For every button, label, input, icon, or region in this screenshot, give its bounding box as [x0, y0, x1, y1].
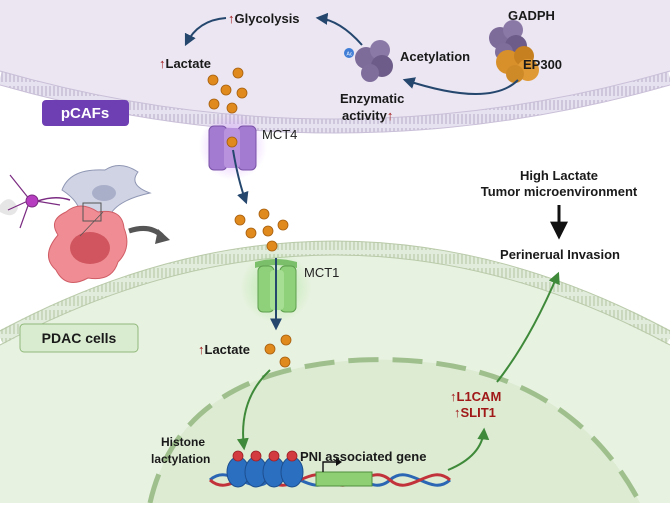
lactate-molecules-pdac — [264, 334, 292, 368]
l1cam-label: L1CAM — [457, 389, 502, 404]
lactate-bottom-up-arrow: ↑ — [198, 342, 205, 357]
svg-text:↑SLIT1: ↑SLIT1 — [454, 405, 496, 420]
enzymatic-up-arrow: ↑ — [387, 108, 394, 123]
pcafs-box — [42, 100, 129, 126]
pni-gene-box — [315, 471, 373, 487]
svg-text:lactylation: lactylation — [151, 452, 210, 466]
cell-interaction-illustration — [0, 165, 170, 283]
tumor-microenvironment-label: Tumor microenvironment — [481, 184, 638, 199]
lactate-to-histone-arrow — [236, 369, 271, 451]
acetylation-arrow — [402, 77, 519, 95]
pdac-cells-label: PDAC cells — [42, 330, 117, 346]
ep300-protein-icon — [496, 46, 539, 83]
svg-text:↑L1CAM: ↑L1CAM — [450, 389, 501, 404]
lactate-top-label: Lactate — [166, 56, 212, 71]
svg-text:↑Lactate: ↑Lactate — [159, 56, 211, 71]
mct4-transporter — [208, 125, 257, 171]
perineural-invasion-label: Perinerual Invasion — [500, 247, 620, 262]
mct1-label: MCT1 — [304, 265, 339, 280]
enzymatic-activity-label: Enzymatic — [340, 91, 404, 106]
lactate-molecules-extracellular — [234, 208, 289, 252]
gene-to-expression-arrow — [447, 427, 490, 471]
acetylation-label: Acetylation — [400, 49, 470, 64]
lactate-molecules-pcaf — [207, 67, 248, 114]
glycolysis-label: Glycolysis — [235, 11, 300, 26]
lactate-top-up-arrow: ↑ — [159, 56, 166, 71]
gadph-to-glycolysis-arrow — [315, 12, 363, 46]
slit1-label: SLIT1 — [461, 405, 496, 420]
pcafs-label: pCAFs — [61, 105, 109, 122]
svg-text:Ac: Ac — [347, 52, 353, 58]
lactate-bottom-label: Lactate — [205, 342, 251, 357]
mct4-export-arrow — [232, 149, 249, 205]
glycolysis-to-lactate-arrow — [184, 17, 227, 47]
pni-gene-label: PNI associated gene — [300, 449, 426, 464]
svg-text:↑Lactate: ↑Lactate — [198, 342, 250, 357]
svg-text:activity↑: activity↑ — [342, 108, 393, 123]
svg-text:↑Glycolysis: ↑Glycolysis — [228, 11, 300, 26]
pdac-cells-box — [19, 323, 139, 353]
high-lactate-label: High Lactate — [520, 168, 598, 183]
histone-label: Histone — [161, 435, 205, 449]
acetylated-gadph-icon: Ac — [344, 40, 393, 82]
nuclear-envelope — [147, 357, 643, 505]
gadph-label: GADPH — [508, 8, 555, 23]
expression-to-invasion-arrow — [496, 271, 560, 383]
ep300-label: EP300 — [523, 57, 562, 72]
mct4-label: MCT4 — [262, 127, 297, 142]
glycolysis-up-arrow: ↑ — [228, 11, 235, 26]
pdac-membrane — [0, 241, 670, 345]
chromatin-dna — [208, 450, 452, 488]
